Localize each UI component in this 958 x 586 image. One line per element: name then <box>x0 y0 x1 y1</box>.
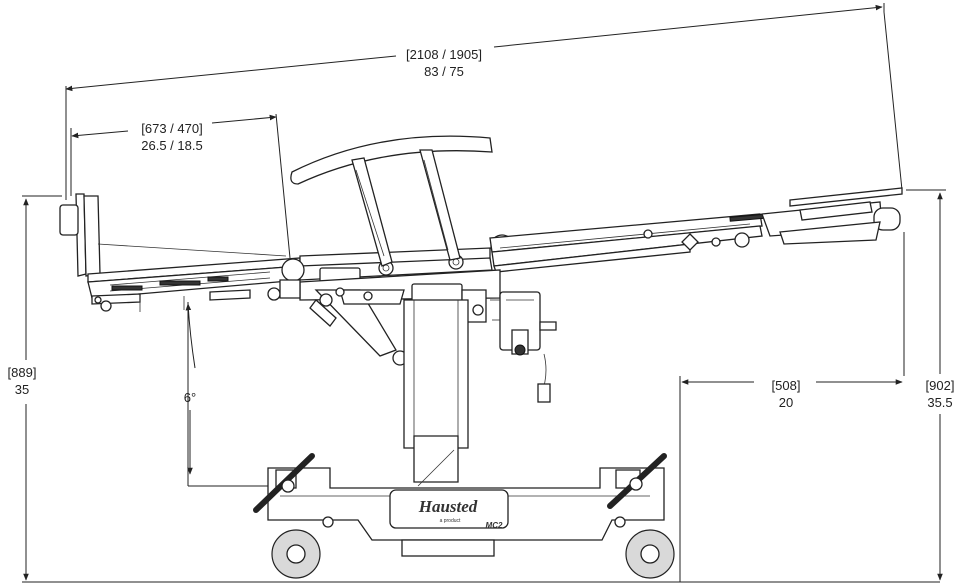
dimension-height-left <box>22 195 940 583</box>
stretcher-illustration: Hausted a product MC2 <box>59 135 903 579</box>
dimension-tilt-angle <box>185 302 290 487</box>
brand-model: MC2 <box>486 521 503 530</box>
brand-logo: Hausted <box>418 497 478 516</box>
dimension-base-offset <box>679 232 905 582</box>
height-left-value: 35 <box>15 382 29 397</box>
lift-column <box>403 299 469 487</box>
height-right-bracket: [902] <box>926 378 955 393</box>
back-section-bracket: [673 / 470] <box>141 121 202 136</box>
height-right-value: 35.5 <box>927 395 952 410</box>
tilt-angle-label: 6° <box>184 390 196 405</box>
height-left-bracket: [889] <box>8 365 37 380</box>
back-section-value: 26.5 / 18.5 <box>141 138 202 153</box>
leg-section <box>489 187 903 273</box>
dimension-overall-length <box>65 3 903 200</box>
brand-subtitle: a product <box>440 518 461 524</box>
side-hardware <box>279 279 373 327</box>
base-offset-bracket: [508] <box>772 378 801 393</box>
back-section-frame <box>59 193 301 312</box>
pump-box <box>490 291 557 403</box>
stretcher-base: Hausted a product MC2 <box>253 453 675 579</box>
overall-length-bracket: [2108 / 1905] <box>406 47 482 62</box>
push-handle <box>290 135 493 267</box>
dimension-height-right <box>906 189 946 581</box>
base-offset-value: 20 <box>779 395 793 410</box>
overall-length-value: 83 / 75 <box>424 64 464 79</box>
dimension-back-section <box>70 113 291 259</box>
